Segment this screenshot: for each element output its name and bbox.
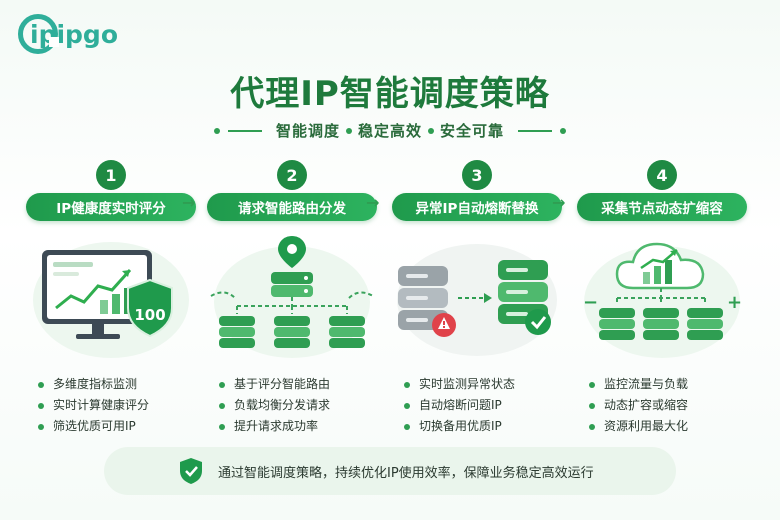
subtitle-dot-left [213, 127, 220, 134]
logo-ring-icon [18, 14, 59, 54]
cloud-scaling-icon: − + [583, 242, 742, 358]
subtitle-separator [428, 127, 434, 134]
list-item: 筛选优质可用IP [38, 416, 149, 437]
step-illustration: − + [577, 230, 747, 360]
subtitle-line-left [227, 129, 262, 132]
routing-servers-icon [210, 236, 374, 358]
list-item: 提升请求成功率 [219, 416, 330, 437]
step-4: 4 采集节点动态扩缩容 − + [577, 160, 747, 450]
step-2: 2 请求智能路由分发 [207, 160, 377, 450]
list-item: 切换备用优质IP [404, 416, 515, 437]
list-item: 自动熔断问题IP [404, 395, 515, 416]
step-1: 1 IP健康度实时评分 100 多维度指标监测 实时计算健康评分 筛选优质可用I… [26, 160, 196, 450]
shield-check-icon [180, 458, 202, 484]
subtitle-dot-right [560, 127, 567, 134]
list-item: 监控流量与负载 [589, 374, 688, 395]
server-icon [271, 272, 313, 297]
subtitle-item: 安全可靠 [440, 122, 505, 140]
svg-text:+: + [727, 292, 742, 313]
page-title: 代理IP智能调度策略 [230, 74, 550, 114]
flow-arrow-icon: → [552, 193, 566, 212]
step-illustration [207, 230, 377, 360]
step-label: 异常IP自动熔断替换 [392, 193, 562, 221]
subtitle-item: 稳定高效 [357, 122, 422, 140]
failover-servers-icon [397, 244, 557, 356]
list-item: 基于评分智能路由 [219, 374, 330, 395]
list-item: 资源利用最大化 [589, 416, 688, 437]
check-icon [525, 309, 551, 335]
footer-text: 通过智能调度策略，持续优化IP使用效率，保障业务稳定高效运行 [218, 465, 594, 481]
step-bullets: 监控流量与负载 动态扩容或缩容 资源利用最大化 [589, 374, 688, 437]
list-item: 负载均衡分发请求 [219, 395, 330, 416]
step-bullets: 基于评分智能路由 负载均衡分发请求 提升请求成功率 [219, 374, 330, 437]
health-score-badge: 100 [134, 306, 166, 324]
step-bullets: 实时监测异常状态 自动熔断问题IP 切换备用优质IP [404, 374, 515, 437]
flow-arrow-icon: → [182, 193, 196, 212]
list-item: 动态扩容或缩容 [589, 395, 688, 416]
brand-logo: ipipgo [18, 14, 118, 54]
subtitle-separator [345, 127, 352, 134]
step-label: 请求智能路由分发 [207, 193, 377, 221]
list-item: 多维度指标监测 [38, 374, 149, 395]
flow-arrow-icon: → [366, 193, 380, 212]
subtitle-line-right [518, 129, 553, 132]
step-number: 2 [277, 160, 307, 190]
step-illustration: 100 [26, 230, 196, 360]
step-bullets: 多维度指标监测 实时计算健康评分 筛选优质可用IP [38, 374, 149, 437]
step-3: 3 异常IP自动熔断替换 [392, 160, 562, 450]
step-illustration [392, 230, 562, 360]
step-number: 1 [96, 160, 126, 190]
list-item: 实时监测异常状态 [404, 374, 515, 395]
subtitle: 智能调度 稳定高效 安全可靠 [0, 120, 780, 141]
list-item: 实时计算健康评分 [38, 395, 149, 416]
monitor-chart-icon [33, 242, 189, 358]
step-label: IP健康度实时评分 [26, 193, 196, 221]
step-number: 3 [462, 160, 492, 190]
step-number: 4 [647, 160, 677, 190]
svg-text:−: − [583, 292, 598, 313]
footer-banner: 通过智能调度策略，持续优化IP使用效率，保障业务稳定高效运行 [104, 447, 676, 495]
step-label: 采集节点动态扩缩容 [577, 193, 747, 221]
subtitle-item: 智能调度 [275, 122, 340, 140]
